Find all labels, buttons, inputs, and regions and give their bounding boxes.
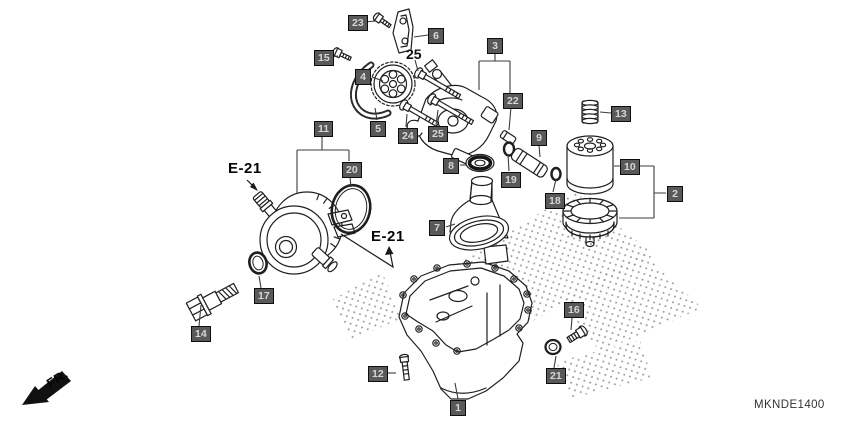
callout-14: 14 bbox=[191, 326, 211, 342]
callout-7: 7 bbox=[429, 220, 445, 236]
filter-spring bbox=[581, 99, 599, 125]
callout-21: 21 bbox=[546, 368, 566, 384]
callout-11: 11 bbox=[314, 121, 334, 137]
callout-18: 18 bbox=[545, 193, 565, 209]
callout-19: 19 bbox=[501, 172, 521, 188]
callout-25-plain: 25 bbox=[406, 46, 422, 62]
bolt-25a bbox=[414, 67, 462, 100]
o-ring-18 bbox=[550, 166, 562, 182]
pump-grommet bbox=[465, 153, 495, 173]
oil-pipe bbox=[510, 147, 548, 178]
sealing-washer-21 bbox=[544, 338, 562, 356]
callout-1: 1 bbox=[450, 400, 466, 416]
oil-filter bbox=[566, 135, 614, 195]
callout-13: 13 bbox=[611, 106, 631, 122]
screw-23 bbox=[372, 12, 392, 29]
callout-3: 3 bbox=[487, 38, 503, 54]
callout-8: 8 bbox=[443, 158, 459, 174]
screw-15 bbox=[332, 47, 352, 61]
o-ring-17 bbox=[248, 251, 268, 275]
figure-code: MKNDE1400 bbox=[754, 399, 825, 411]
drain-bolt-12 bbox=[398, 353, 410, 381]
callout-24: 24 bbox=[398, 128, 418, 144]
callout-23: 23 bbox=[348, 15, 368, 31]
callout-17: 17 bbox=[254, 288, 274, 304]
callout-6: 6 bbox=[428, 28, 444, 44]
callout-20: 20 bbox=[342, 162, 362, 178]
callout-12: 12 bbox=[368, 366, 388, 382]
pump-sprocket bbox=[370, 61, 416, 107]
oil-strainer bbox=[448, 175, 510, 265]
callout-2: 2 bbox=[667, 186, 683, 202]
o-ring-19 bbox=[502, 141, 516, 157]
ref-e21-cooler: E-21 bbox=[228, 160, 262, 177]
callout-16: 16 bbox=[564, 302, 584, 318]
fr-arrow bbox=[22, 371, 71, 405]
drain-plug-16 bbox=[566, 325, 588, 344]
cooler-bolt-14 bbox=[185, 282, 240, 322]
chain-guide bbox=[392, 8, 414, 54]
oil-pan bbox=[398, 260, 533, 400]
callout-4: 4 bbox=[355, 69, 371, 85]
dowel-pin bbox=[499, 130, 517, 145]
callout-10: 10 bbox=[620, 159, 640, 175]
bolt-24 bbox=[399, 99, 440, 128]
filter-cover bbox=[562, 197, 618, 248]
callout-5: 5 bbox=[370, 121, 386, 137]
bolt-25b bbox=[427, 93, 475, 126]
callout-9: 9 bbox=[531, 130, 547, 146]
callout-15: 15 bbox=[314, 50, 334, 66]
ref-e21-pan: E-21 bbox=[371, 228, 405, 245]
o-ring-20 bbox=[330, 183, 372, 235]
callout-22: 22 bbox=[503, 93, 523, 109]
callout-25: 25 bbox=[428, 126, 448, 142]
